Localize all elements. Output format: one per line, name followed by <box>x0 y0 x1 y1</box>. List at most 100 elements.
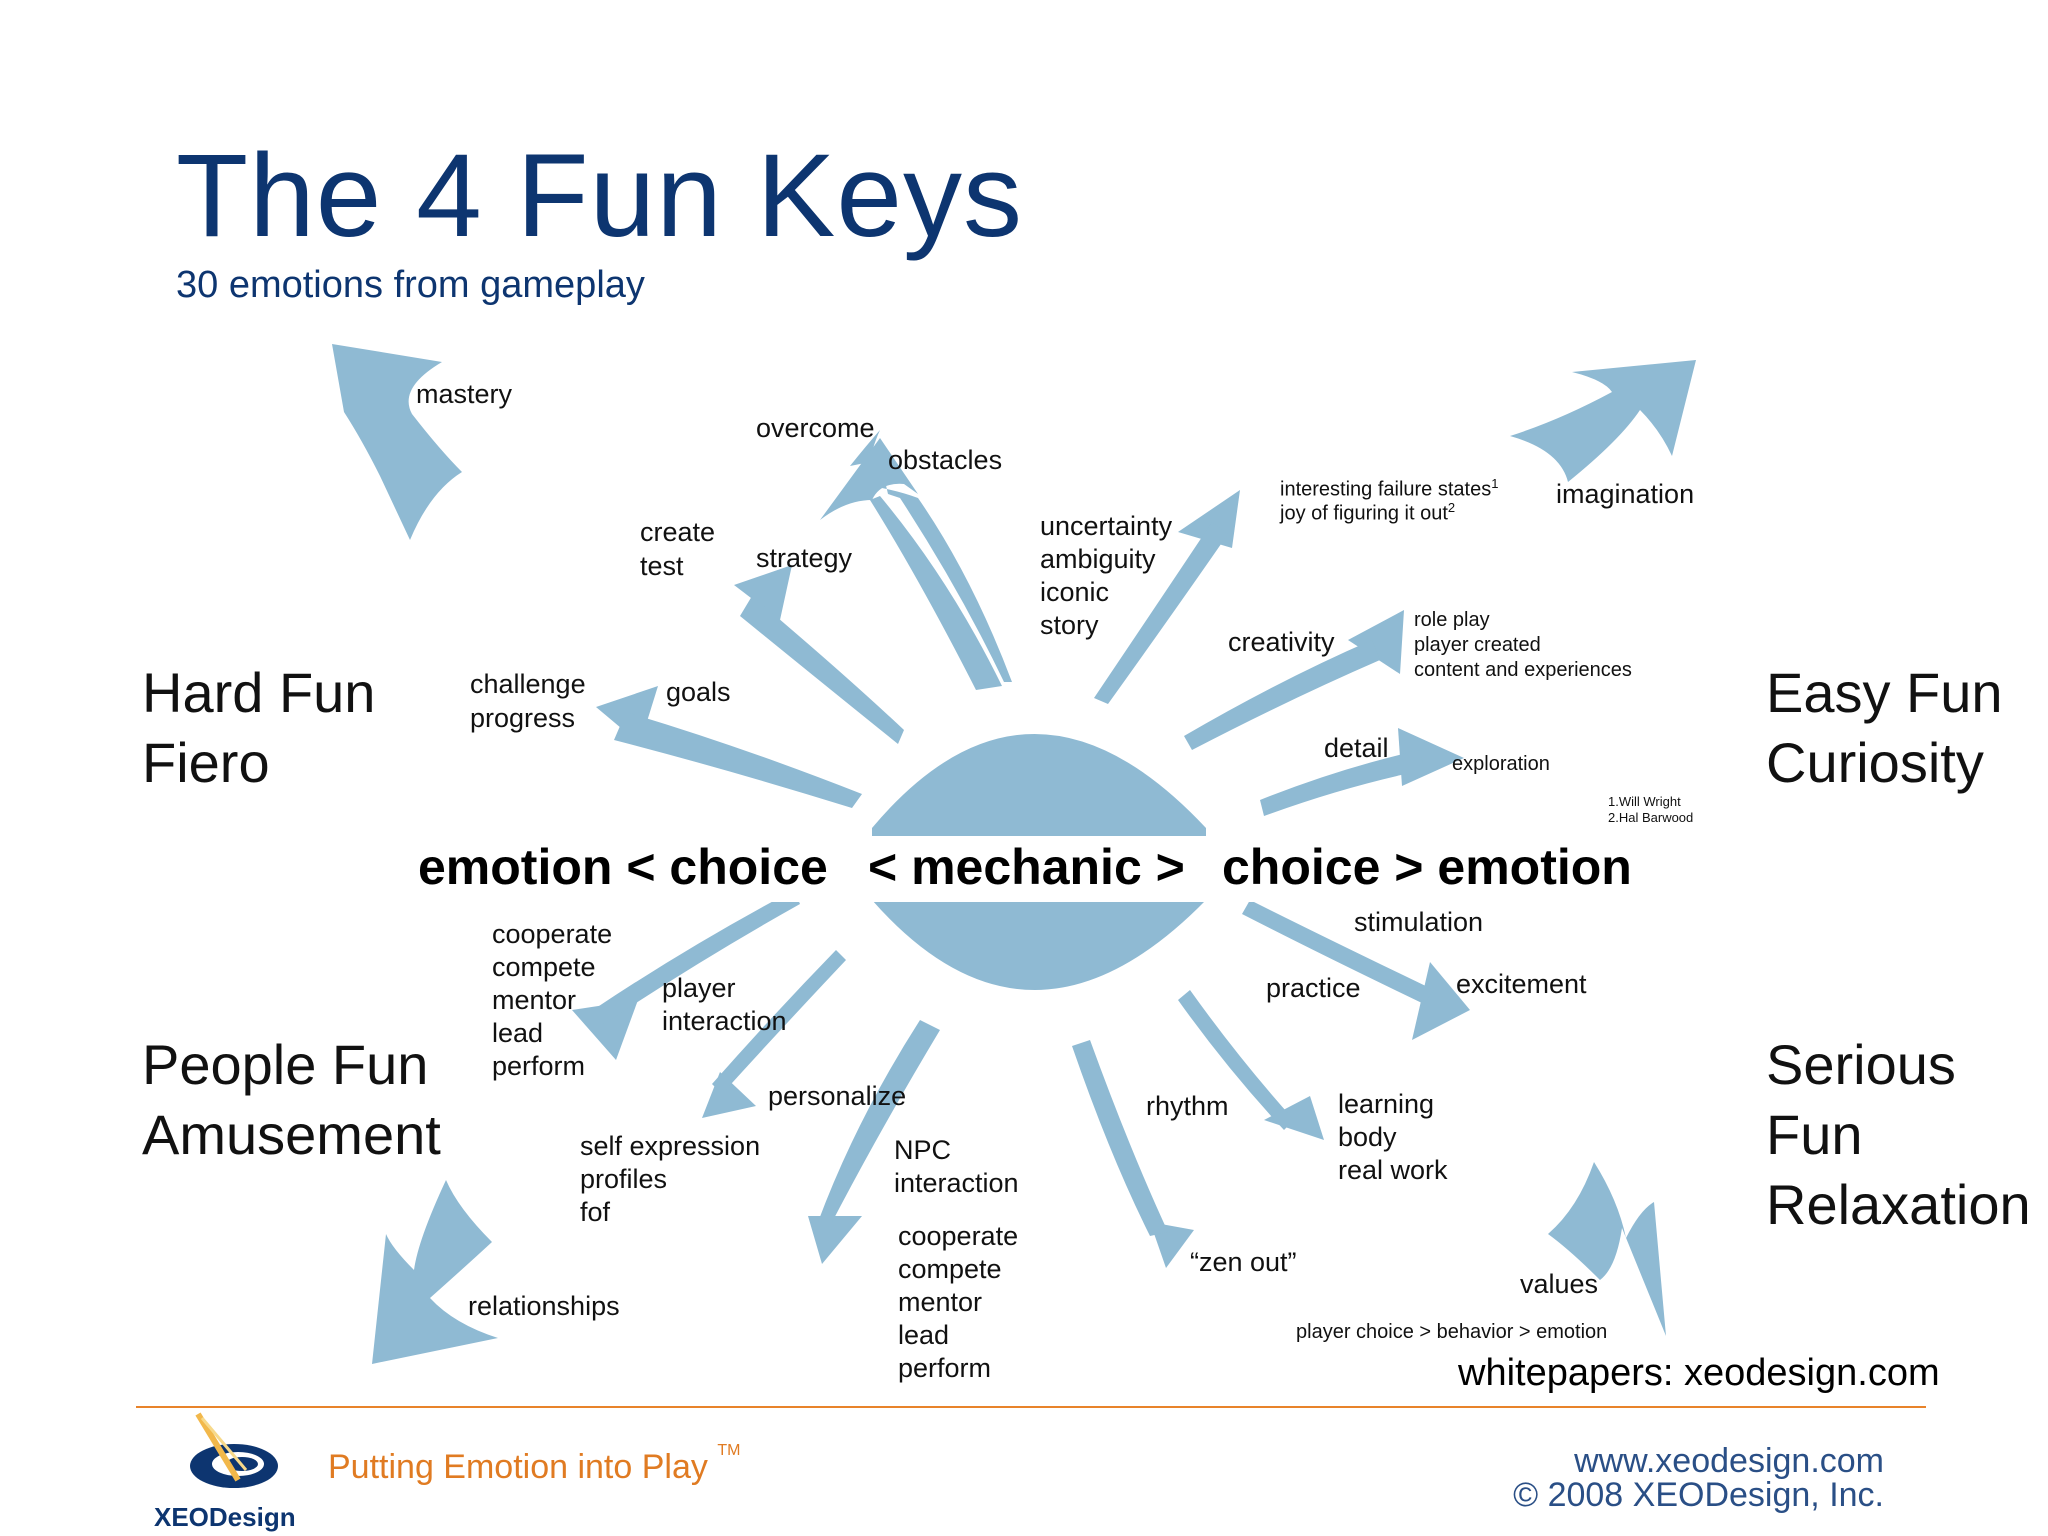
center-middle-text: < mechanic > <box>868 839 1185 895</box>
label-obstacles: obstacles <box>888 445 1003 475</box>
strategy-arrowhead <box>734 565 792 620</box>
label-compete-bottom: compete <box>898 1254 1002 1284</box>
label-personalize: personalize <box>768 1081 907 1111</box>
label-self-expression-group: self expression profiles fof <box>580 1130 760 1229</box>
label-cooperate-bottom: cooperate <box>898 1221 1019 1251</box>
footnote-1: 1.Will Wright <box>1608 794 1681 809</box>
label-perform: perform <box>492 1051 586 1081</box>
footer-site-block: www.xeodesign.com © 2008 XEODesign, Inc. <box>1513 1444 1884 1512</box>
label-values: values <box>1520 1269 1599 1299</box>
label-mentor-bottom: mentor <box>898 1287 983 1317</box>
label-exploration: exploration <box>1452 753 1550 775</box>
label-test: test <box>640 551 684 581</box>
strategy-shaft <box>740 596 904 744</box>
label-profiles: profiles <box>580 1164 668 1194</box>
center-left-text: emotion < choice <box>418 839 828 895</box>
label-perform-bottom: perform <box>898 1353 992 1383</box>
interesting-shaft <box>1094 522 1228 704</box>
label-learning: learning <box>1338 1089 1435 1119</box>
personalize-shaft <box>712 950 846 1094</box>
label-challenge: challenge <box>470 669 586 699</box>
logo-wordmark: XEODesign <box>154 1502 296 1532</box>
creativity-shaft <box>1184 640 1380 750</box>
label-compete: compete <box>492 952 596 982</box>
label-player-created: player created <box>1414 634 1541 656</box>
label-cooperate: cooperate <box>492 919 613 949</box>
whitepapers-link: whitepapers: xeodesign.com <box>1458 1352 1940 1394</box>
label-content-experiences: content and experiences <box>1414 659 1632 681</box>
npc-arrowhead <box>808 1216 862 1264</box>
label-iconic: iconic <box>1040 577 1110 607</box>
easy-fun-label: Easy Fun <box>1766 661 2003 724</box>
hard-fun-label: Hard Fun <box>142 661 376 724</box>
cooperate-shaft <box>596 890 800 1024</box>
mastery-arrow <box>332 344 462 540</box>
label-progress: progress <box>470 703 576 733</box>
xeodesign-logo-icon <box>190 1412 278 1488</box>
footer-divider <box>136 1406 1926 1408</box>
label-player-interaction-group: player interaction <box>662 972 787 1038</box>
label-learning-group: learning body real work <box>1338 1088 1448 1187</box>
label-zen-out: “zen out” <box>1190 1247 1297 1277</box>
page-subtitle: 30 emotions from gameplay <box>176 264 645 306</box>
center-band <box>330 836 1710 902</box>
label-uncertainty-group: uncertainty ambiguity iconic story <box>1040 510 1172 642</box>
label-lead-bottom: lead <box>898 1320 950 1350</box>
label-joy-figuring: joy of figuring it out2 <box>1280 500 1456 525</box>
trademark-mark: TM <box>717 1442 741 1459</box>
label-uncertainty: uncertainty <box>1040 511 1173 541</box>
label-mentor: mentor <box>492 985 577 1015</box>
label-imagination: imagination <box>1556 479 1695 509</box>
quadrant-serious-fun: Serious Fun Relaxation <box>1766 1030 2031 1240</box>
overcome-arrowhead <box>820 438 918 520</box>
footnotes: 1.Will Wright 2.Hal Barwood <box>1608 794 1693 826</box>
label-interesting-failure: interesting failure states1 <box>1280 476 1499 501</box>
fiero-label: Fiero <box>142 731 270 794</box>
label-mastery: mastery <box>416 379 513 409</box>
label-npc: NPC <box>894 1135 952 1165</box>
label-self-expression: self expression <box>580 1131 761 1161</box>
label-cooperate-left-group: cooperate compete mentor lead perform <box>492 918 612 1083</box>
values-arrow <box>1548 1162 1666 1336</box>
people-fun-label: People Fun <box>142 1033 429 1096</box>
label-cooperate-bottom-group: cooperate compete mentor lead perform <box>898 1220 1018 1385</box>
label-real-work: real work <box>1338 1155 1448 1185</box>
label-practice: practice <box>1266 973 1361 1003</box>
tagline-text: Putting Emotion into Play <box>328 1448 708 1486</box>
relaxation-label: Relaxation <box>1766 1173 2031 1236</box>
label-create: create <box>640 517 716 547</box>
label-fof: fof <box>580 1197 611 1227</box>
relationships-arrow <box>372 1180 498 1364</box>
label-goals: goals <box>666 677 731 707</box>
label-body: body <box>1338 1122 1397 1152</box>
label-lead: lead <box>492 1018 544 1048</box>
center-right-text: choice > emotion <box>1222 839 1632 895</box>
label-player: player <box>662 973 736 1003</box>
footer-tagline: Putting Emotion into Play TM <box>328 1442 740 1487</box>
excitement-shaft <box>1242 900 1434 1004</box>
fun-label: Fun <box>1766 1103 1863 1166</box>
excitement-arrowhead <box>1412 962 1470 1040</box>
label-player-choice: player choice > behavior > emotion <box>1296 1321 1608 1343</box>
footer-copyright: © 2008 XEODesign, Inc. <box>1513 1476 1884 1514</box>
exploration-shaft <box>1260 750 1424 816</box>
footer-site-url[interactable]: www.xeodesign.com <box>1574 1442 1884 1480</box>
overcome-arrow <box>850 430 1012 682</box>
overcome-shaft <box>870 496 1002 690</box>
zen-shaft <box>1072 1040 1168 1236</box>
learning-shaft <box>1178 990 1294 1130</box>
joy-figuring-text: joy of figuring it out <box>1280 502 1448 525</box>
creativity-arrowhead <box>1348 610 1404 674</box>
learning-arrowhead <box>1264 1096 1324 1140</box>
imagination-arrow <box>1510 360 1696 482</box>
quadrant-people-fun: People Fun Amusement <box>142 1030 441 1170</box>
amusement-label: Amusement <box>142 1103 441 1166</box>
curiosity-label: Curiosity <box>1766 731 1984 794</box>
cooperate-arrowhead <box>572 1000 638 1060</box>
npc-shaft <box>818 1020 940 1226</box>
label-detail: detail <box>1324 733 1389 763</box>
page-title: The 4 Fun Keys <box>176 130 1023 262</box>
label-rhythm: rhythm <box>1146 1091 1229 1121</box>
label-excitement: excitement <box>1456 969 1587 999</box>
